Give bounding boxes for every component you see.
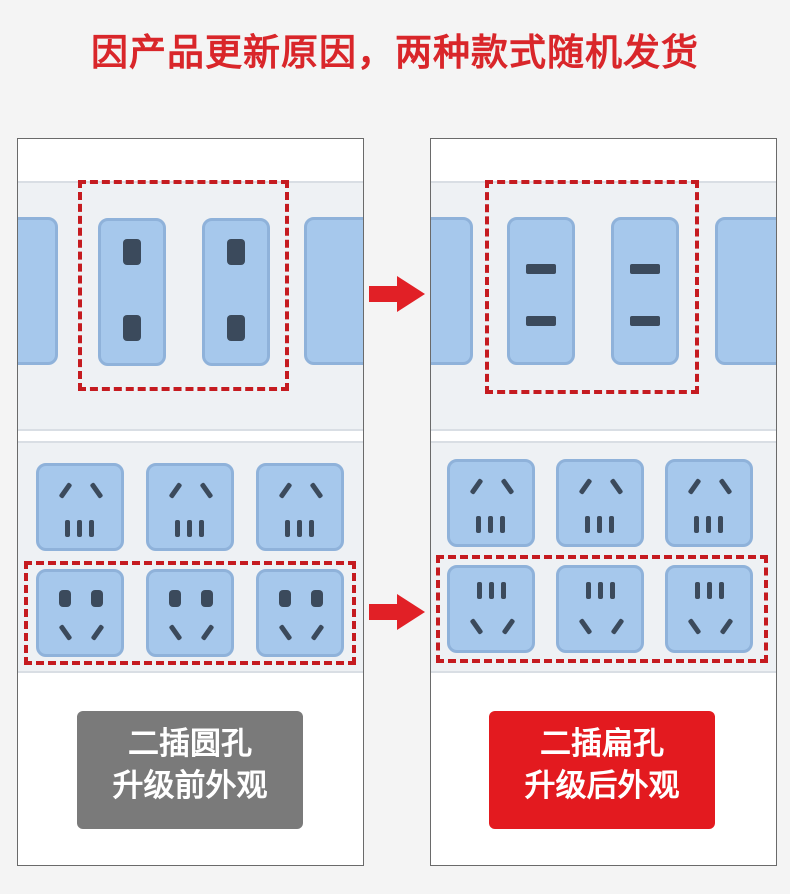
red-arrow-right-icon bbox=[369, 276, 425, 312]
top-power-strip bbox=[18, 181, 363, 431]
label-before-line2: 升级前外观 bbox=[112, 768, 268, 804]
label-before-line1: 二插圆孔 bbox=[128, 726, 252, 762]
combo-flat-socket-icon bbox=[447, 565, 535, 653]
bottom-power-strip bbox=[18, 441, 363, 673]
label-before-upgrade: 二插圆孔 升级前外观 bbox=[77, 711, 303, 829]
highlight-box-bottom bbox=[436, 555, 768, 663]
three-pin-socket-icon bbox=[36, 463, 124, 551]
highlight-box-top bbox=[485, 180, 699, 394]
label-after-line1: 二插扁孔 bbox=[540, 726, 664, 762]
label-after-upgrade: 二插扁孔 升级后外观 bbox=[489, 711, 715, 829]
three-pin-socket-icon bbox=[556, 459, 644, 547]
partial-socket bbox=[431, 217, 473, 365]
combo-round-socket-icon bbox=[146, 569, 234, 657]
combo-round-socket-icon bbox=[36, 569, 124, 657]
three-pin-socket-icon bbox=[447, 459, 535, 547]
highlight-box-bottom bbox=[24, 561, 356, 665]
combo-flat-socket-icon bbox=[556, 565, 644, 653]
before-upgrade-panel: 二插圆孔 升级前外观 bbox=[17, 138, 364, 866]
after-upgrade-panel: 二插扁孔 升级后外观 bbox=[430, 138, 777, 866]
red-arrow-right-icon bbox=[369, 594, 425, 630]
partial-socket bbox=[304, 217, 363, 365]
two-pin-round-socket-icon bbox=[202, 218, 270, 366]
partial-socket bbox=[18, 217, 58, 365]
three-pin-socket-icon bbox=[665, 459, 753, 547]
partial-socket bbox=[715, 217, 776, 365]
combo-round-socket-icon bbox=[256, 569, 344, 657]
label-after-line2: 升级后外观 bbox=[524, 768, 680, 804]
highlight-box-top bbox=[78, 180, 289, 391]
three-pin-socket-icon bbox=[146, 463, 234, 551]
two-pin-round-socket-icon bbox=[98, 218, 166, 366]
combo-flat-socket-icon bbox=[665, 565, 753, 653]
three-pin-socket-icon bbox=[256, 463, 344, 551]
two-pin-flat-socket-icon bbox=[611, 217, 679, 365]
two-pin-flat-socket-icon bbox=[507, 217, 575, 365]
headline: 因产品更新原因，两种款式随机发货 bbox=[91, 31, 699, 74]
